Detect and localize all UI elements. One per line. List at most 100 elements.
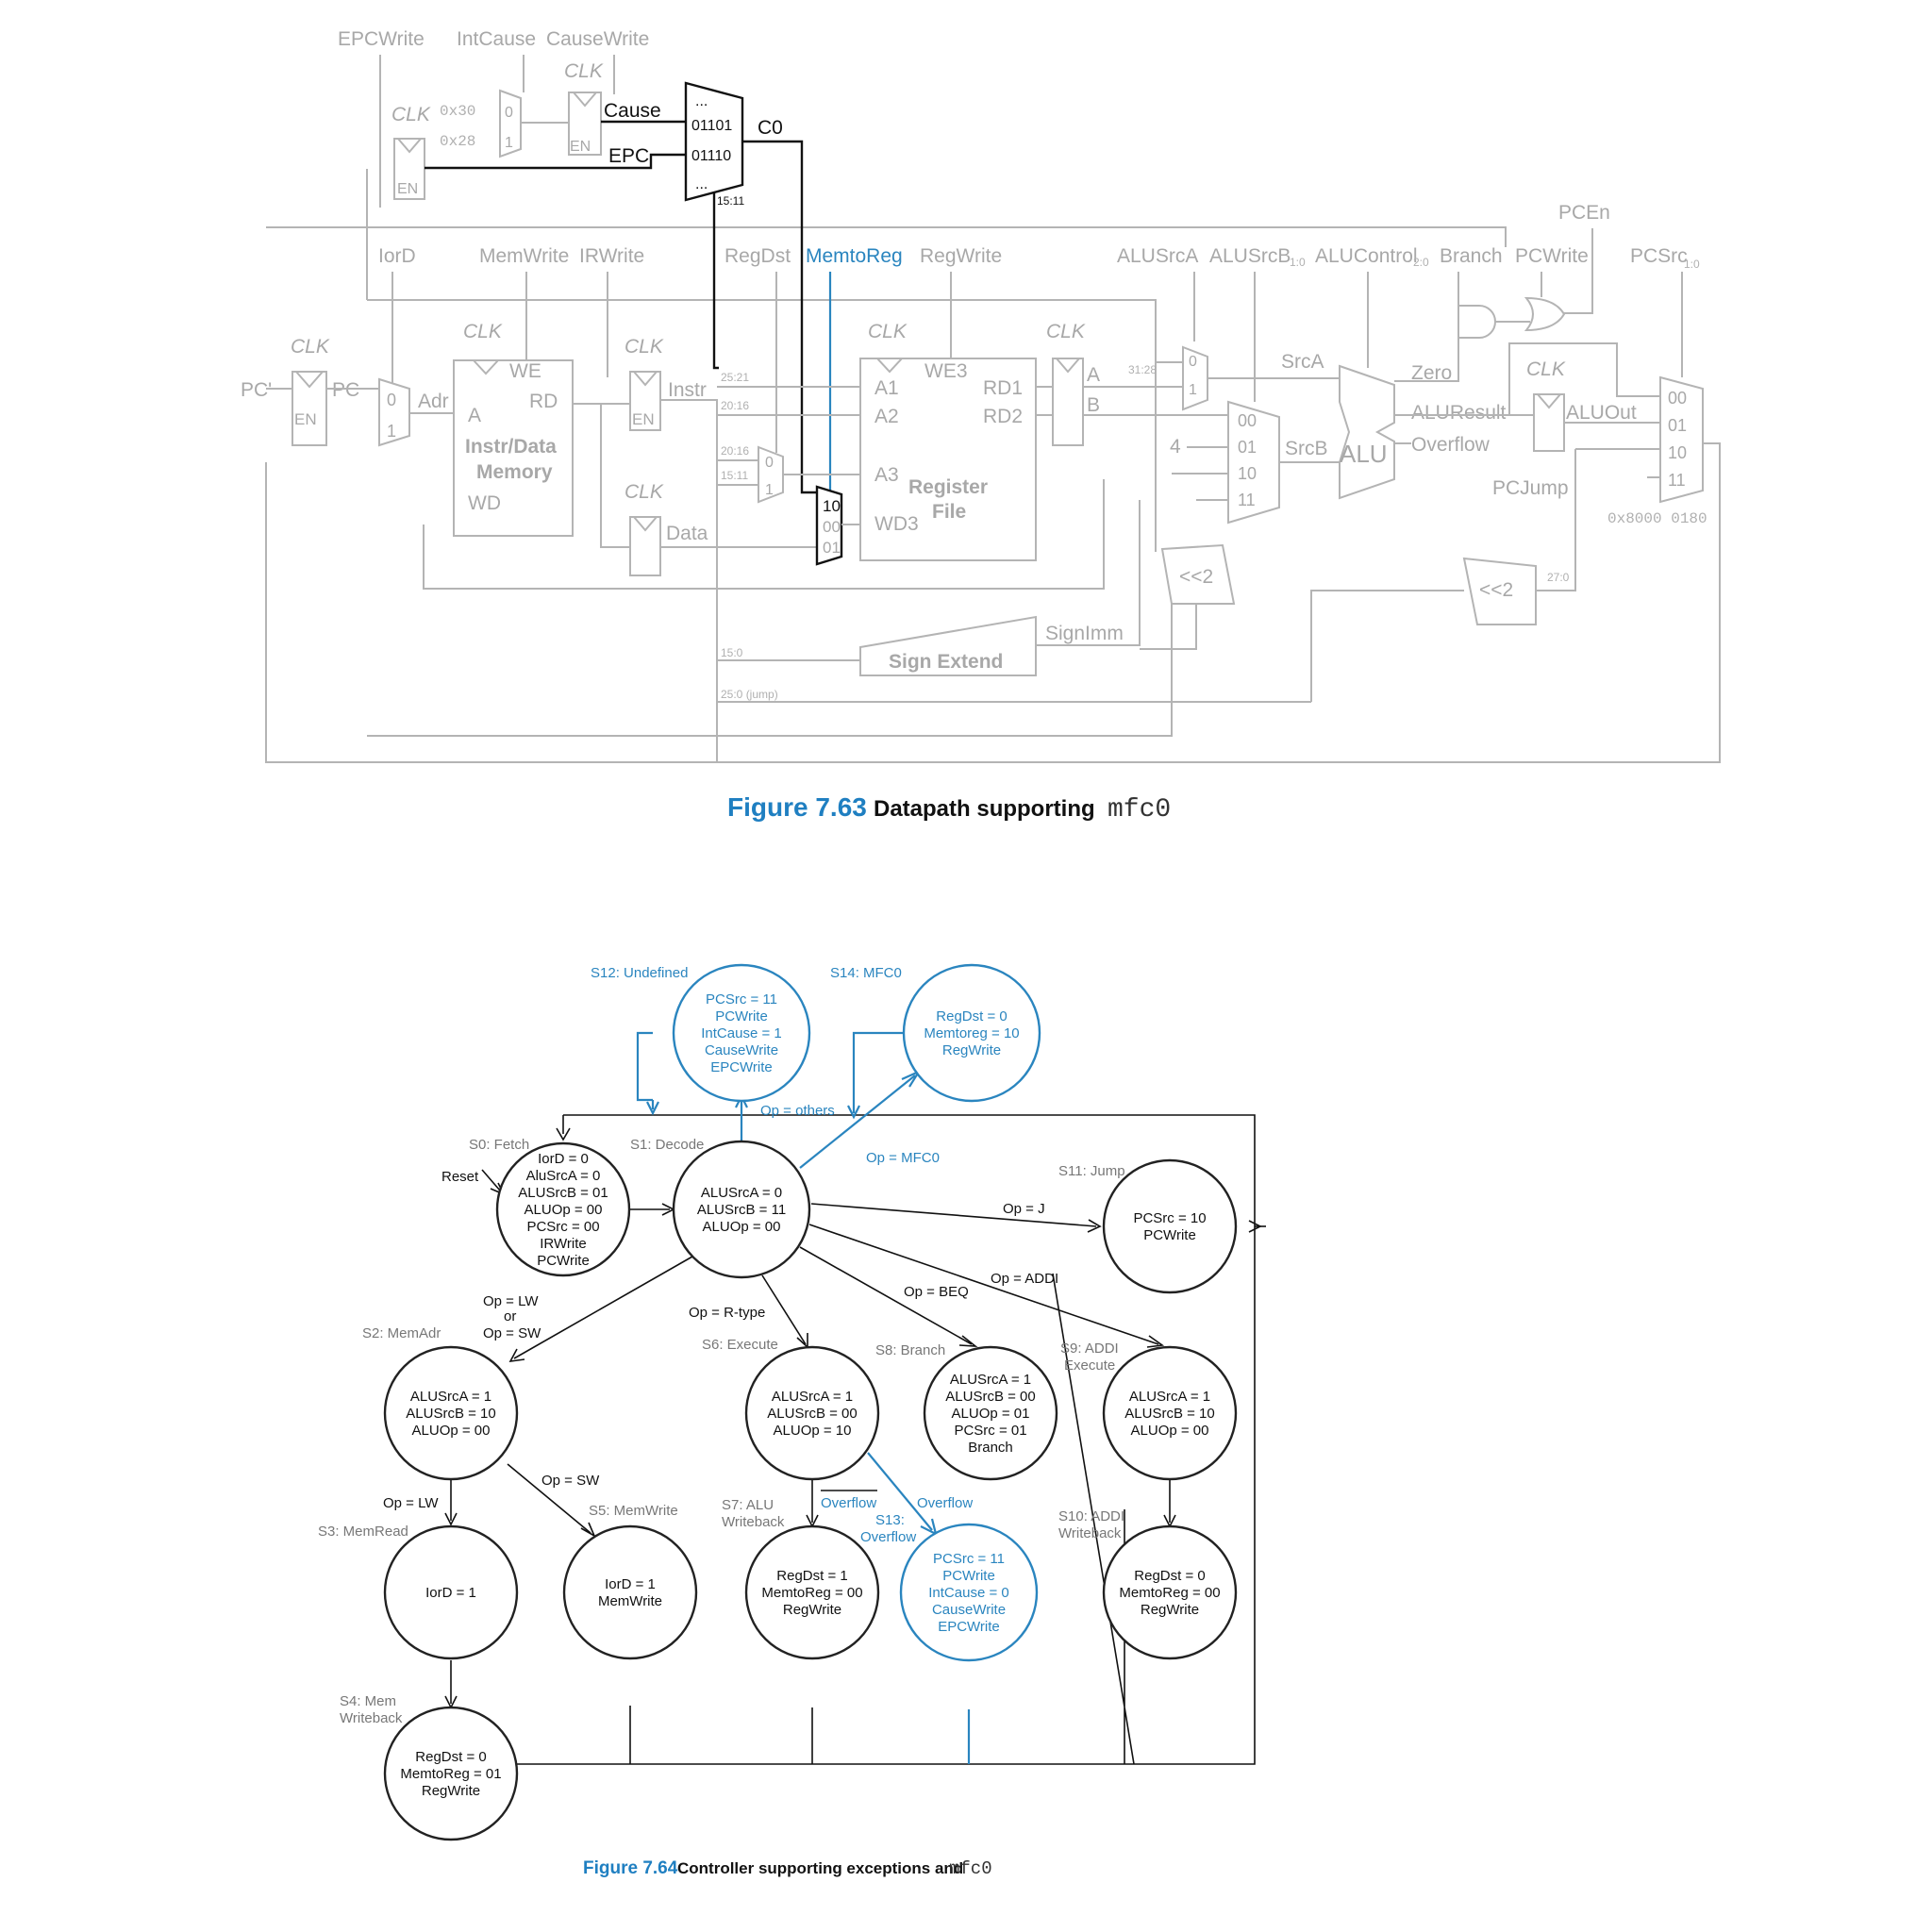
s1-to-s2-arrow [508,1348,525,1363]
state-s8-line-2: ALUOp = 01 [952,1406,1030,1422]
intcause-mux-1: 1 [505,135,513,151]
alucontrol-label: ALUControl [1315,245,1418,267]
alu [1339,364,1395,500]
signimm-wire [1036,500,1141,646]
s2-to-s3-arrow [444,1512,458,1526]
state-s1-line-0: ALUSrcA = 0 [701,1185,782,1201]
state-s9-line-2: ALUOp = 00 [1131,1423,1209,1439]
regdst-mux [758,445,784,504]
rf-name-2: File [932,501,966,523]
reset-wire [481,1169,501,1191]
datapath-figure: EPCWrite IntCause CauseWrite 0x30 0x28 0… [241,28,1721,824]
edge-op-sw: Op = SW [483,1325,541,1341]
alu-label: ALU [1340,440,1388,468]
state-s3 [383,1524,519,1660]
c0-mux [684,81,744,202]
pcen-or-gate [1524,296,1566,332]
state-s10 [1102,1524,1238,1660]
s1-to-s11 [810,1203,1097,1227]
instr-clk-triangle [633,371,658,387]
adr-label: Adr [418,391,449,412]
rf-out-wires [1036,386,1053,416]
pc-mux-11: 11 [1668,471,1686,490]
branch-and-gate [1457,305,1496,339]
state-s8-line-3: PCSrc = 01 [954,1423,1026,1439]
s4-label-2: Writeback [340,1710,403,1726]
rf-a3: A3 [874,464,899,486]
aluout-register [1533,393,1565,452]
state-s0-line-6: PCWrite [537,1253,590,1269]
s9-label-1: S9: ADDI [1060,1341,1119,1357]
aluresult-label: ALUResult [1411,402,1507,424]
pc-en: EN [294,410,317,428]
shift-1-label: <<2 [1179,566,1213,588]
alucontrol-subscript: 2:0 [1413,256,1429,269]
fig1-caption-text: Datapath supporting [874,796,1095,822]
state-s9-line-1: ALUSrcB = 10 [1124,1406,1214,1422]
instr-en: EN [632,410,655,428]
state-s6 [744,1345,880,1481]
memtoreg-label: MemtoReg [806,245,903,267]
s1-to-s9 [808,1224,1159,1345]
state-s10-line-1: MemtoReg = 00 [1119,1585,1220,1601]
edge-op-addi: Op = ADDI [991,1271,1058,1287]
fsm-figure: S12: Undefined S14: MFC0 S0: Fetch S1: D… [318,963,1266,1879]
s6-to-s13 [867,1452,933,1531]
state-s4-line-1: MemtoReg = 01 [400,1766,501,1782]
epc-output-wire [425,153,686,170]
s3-label: S3: MemRead [318,1524,408,1540]
epcwrite-label: EPCWrite [338,28,425,50]
s10-label-1: S10: ADDI [1058,1508,1124,1524]
intcause-mux-0: 0 [505,105,513,121]
state-s12-line-1: PCWrite [715,1008,768,1024]
state-s2-line-2: ALUOp = 00 [412,1423,491,1439]
s7-label-1: S7: ALU [722,1497,774,1513]
cause-clk: CLK [564,60,604,82]
s4-label-1: S4: Mem [340,1693,396,1709]
s10-label-2: Writeback [1058,1525,1122,1541]
exception-address: 0x8000 0180 [1607,510,1707,527]
fig2-caption-number: Figure 7.64 [583,1858,678,1878]
alusrcb-mux [1227,400,1280,525]
cause-en: EN [570,139,591,155]
pc-label: PC [332,379,359,401]
instr-bus [660,399,718,762]
state-s2-line-1: ALUSrcB = 10 [406,1406,495,1422]
regdst-label: RegDst [724,245,791,267]
srcb-mux-11: 11 [1238,491,1256,509]
fig2-caption-text: Controller supporting exceptions and [677,1859,963,1877]
irwrite-label: IRWrite [579,245,644,267]
state-s8-line-4: Branch [968,1440,1013,1456]
iord-mux-1: 1 [387,422,396,441]
c0-select-bits: 15:11 [717,194,744,208]
edge-op-sw-2: Op = SW [541,1473,600,1489]
reg-b-label: B [1087,394,1100,416]
state-s6-line-0: ALUSrcA = 1 [772,1389,853,1405]
edge-op-mfc0: Op = MFC0 [866,1150,940,1166]
state-s14-line-1: Memtoreg = 10 [924,1025,1019,1041]
signimm-label: SignImm [1045,623,1124,644]
s14-label: S14: MFC0 [830,965,902,981]
state-s4-line-0: RegDst = 0 [415,1749,486,1765]
bits-20-16-b: 20:16 [721,444,749,458]
bits-20-16: 20:16 [721,399,749,412]
pc-mux-10: 10 [1668,443,1687,462]
edge-not-overflow: Overflow [821,1495,876,1511]
shift-2-label: <<2 [1479,579,1513,601]
pc-prime-label: PC' [241,379,272,401]
alusrcb-wires [1172,446,1340,501]
edge-or: or [504,1308,516,1324]
state-s13-line-1: PCWrite [942,1568,995,1584]
epc-label: EPC [608,145,649,167]
state-s14-line-2: RegWrite [942,1042,1001,1058]
state-s0 [495,1141,631,1277]
gate-wires [1495,321,1530,323]
wd3-mux-00: 00 [823,518,841,536]
instr-label: Instr [668,379,707,401]
srca-label: SrcA [1281,351,1324,373]
pc-register [291,371,327,446]
state-s12-line-3: CauseWrite [705,1042,778,1058]
s2-label: S2: MemAdr [362,1325,441,1341]
iord-mux-0: 0 [387,391,396,409]
instr-clk: CLK [625,336,664,358]
